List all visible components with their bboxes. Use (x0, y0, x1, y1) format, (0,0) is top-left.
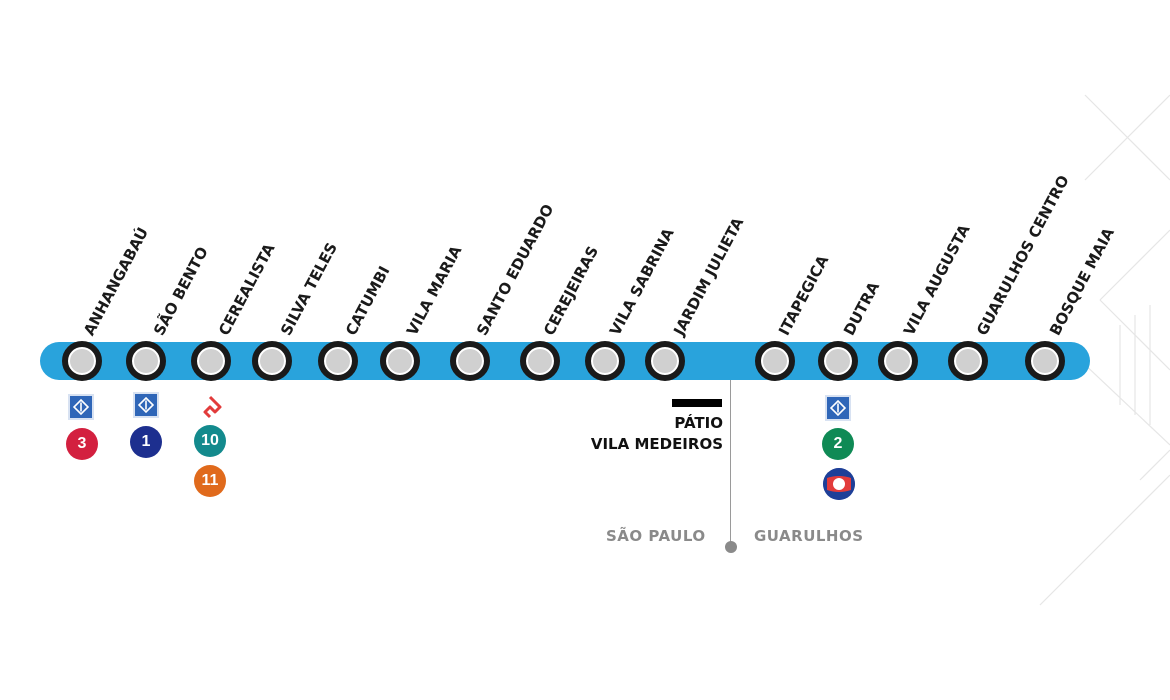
line-3-badge: 3 (66, 428, 98, 460)
metro-logo-icon (68, 394, 94, 420)
station-dot (755, 341, 795, 381)
station-dot (878, 341, 918, 381)
city-label-guarulhos: GUARULHOS (754, 527, 864, 545)
metro-logo-icon (825, 395, 851, 421)
station-dot (126, 341, 166, 381)
municipal-boundary-line (730, 380, 731, 542)
station-dot (252, 341, 292, 381)
line-1-badge: 1 (130, 426, 162, 458)
line-10-badge: 10 (194, 425, 226, 457)
station-dot (450, 341, 490, 381)
city-label-sao-paulo: SÃO PAULO (606, 527, 706, 545)
line-2-badge: 2 (822, 428, 854, 460)
station-dot (520, 341, 560, 381)
station-dot (380, 341, 420, 381)
airport-train-icon (823, 468, 855, 500)
cptm-logo-icon (203, 395, 222, 419)
station-dot (191, 341, 231, 381)
station-dot (1025, 341, 1065, 381)
yard-label-line1: PÁTIO (674, 414, 723, 432)
line-11-badge: 11 (194, 465, 226, 497)
station-dot (948, 341, 988, 381)
metro-logo-icon (133, 392, 159, 418)
station-dot (818, 341, 858, 381)
yard-label-line2: VILA MEDEIROS (590, 435, 723, 453)
station-dot (62, 341, 102, 381)
boundary-dot (725, 541, 737, 553)
station-dot (585, 341, 625, 381)
yard-marker (672, 399, 722, 407)
station-dot (645, 341, 685, 381)
station-dot (318, 341, 358, 381)
